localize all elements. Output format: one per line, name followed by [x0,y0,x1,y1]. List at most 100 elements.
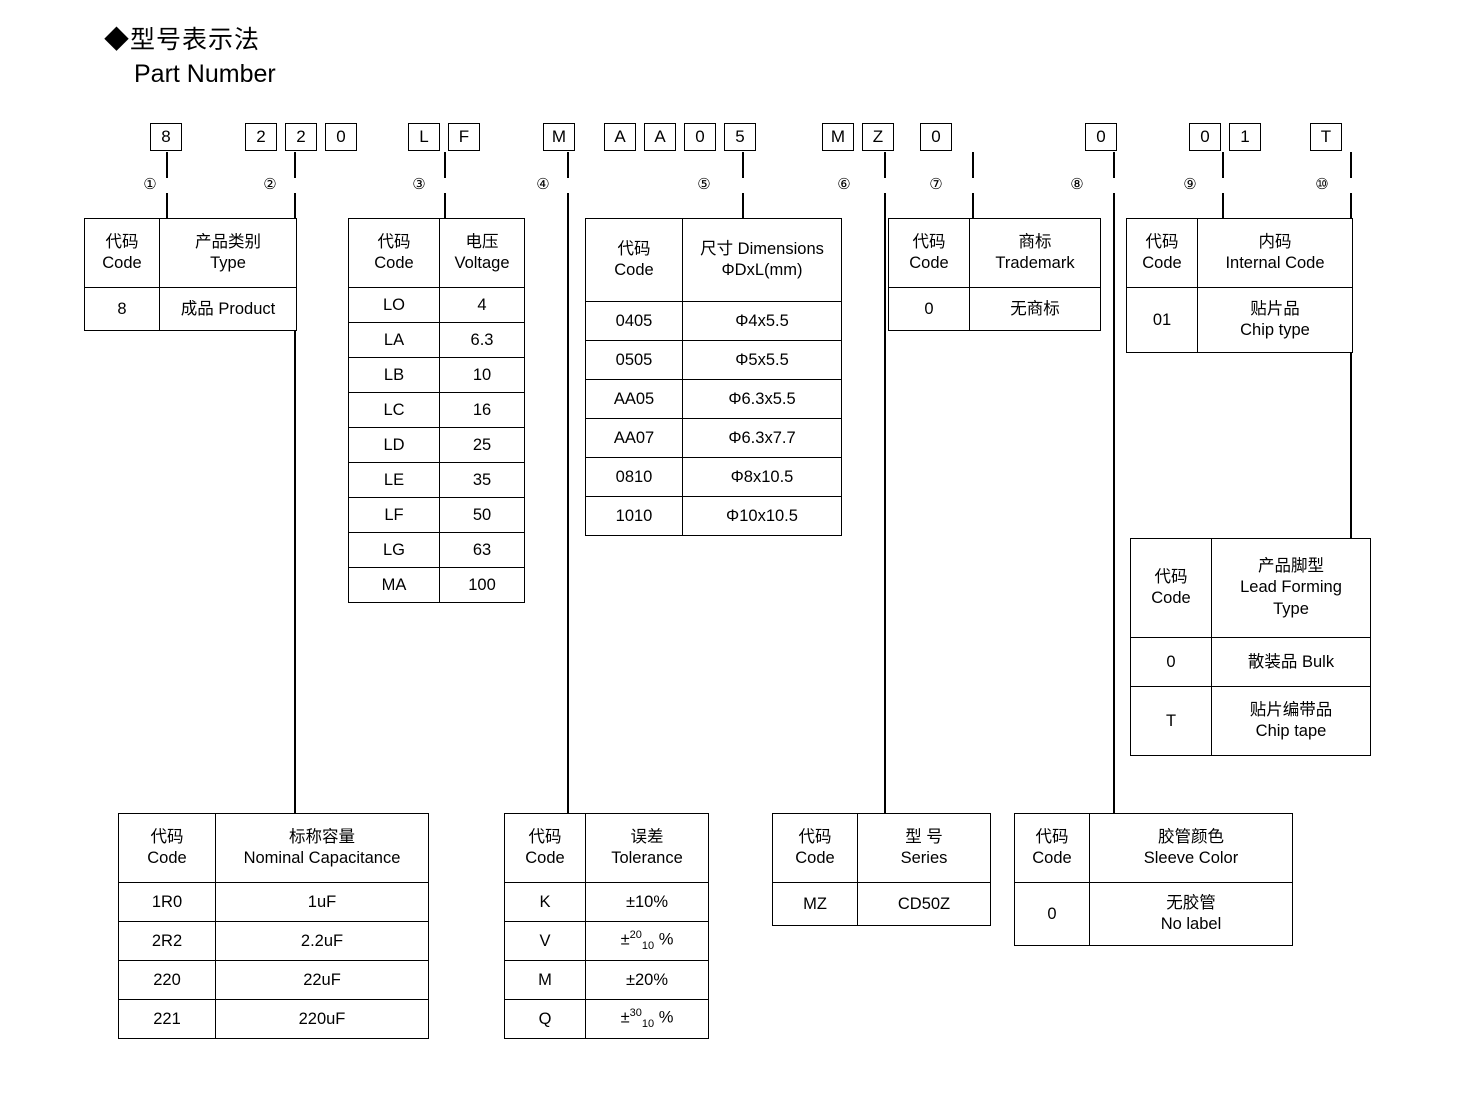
header-en: Trademark [995,254,1075,272]
header-cn: 商标 [1018,232,1052,251]
table-row: M ±20% [504,960,709,1000]
code-char: L [408,123,440,151]
cell-value: Φ6.3x7.7 [682,418,842,458]
cell-value: 25 [439,427,525,463]
cell-code: 221 [118,999,216,1039]
code-char: M [543,123,575,151]
code-char: F [448,123,480,151]
page-title-en: Part Number [134,60,276,88]
code-char: 2 [285,123,317,151]
cell-code: 01 [1126,287,1198,353]
cell-code: 1R0 [118,882,216,922]
cell-code: V [504,921,586,961]
tolerance-sup: 30 [629,1006,642,1019]
header-en: Code [614,261,654,279]
cell-value: 10 [439,357,525,393]
cell-value: 100 [439,567,525,603]
table-lead-forming: 代码 Code 产品脚型 Lead Forming Type 0 散装品 Bul… [1130,538,1371,756]
header-en: Code [1032,849,1072,867]
header-en: Series [900,849,948,867]
cell-value-cn: 无胶管 [1166,893,1216,912]
segment-marker-6: ⑥ [837,176,851,193]
connector-line [884,193,886,813]
header-cn: 电压 [465,232,499,251]
tolerance-sup: 20 [629,928,642,941]
cell-value: 220uF [215,999,429,1039]
part-segment-6: M Z [822,123,894,151]
part-segment-10: T [1310,123,1342,151]
code-char: 0 [325,123,357,151]
header-cn: 内码 [1258,232,1292,251]
cell-code: AA05 [585,379,683,419]
segment-marker-8: ⑧ [1070,176,1084,193]
segment-marker-5: ⑤ [697,176,711,193]
segment-marker-1: ① [143,176,157,193]
table-row: 01 贴片品 Chip type [1126,287,1353,353]
connector-line [166,152,168,178]
cell-code: 0 [1130,637,1212,687]
table-tolerance: 代码 Code 误差 Tolerance K ±10% V ±2010 % M … [504,813,709,1039]
cell-value-en: Chip type [1240,321,1310,339]
connector-line [294,193,296,813]
code-char: 0 [1189,123,1221,151]
connector-line [567,193,569,813]
cell-code: K [504,882,586,922]
code-char: 8 [150,123,182,151]
cell-value: 16 [439,392,525,428]
cell-code: T [1130,686,1212,756]
cell-value: 1uF [215,882,429,922]
segment-marker-10: ⑩ [1315,176,1329,193]
tolerance-suffix: % [658,930,674,949]
cell-value-cn: 贴片编带品 [1249,700,1333,719]
connector-line [742,193,744,218]
header-en: Code [147,849,187,867]
part-segment-8: 0 [1085,123,1117,151]
cell-value: 35 [439,462,525,498]
connector-line [1113,152,1115,178]
cell-value: Φ8x10.5 [682,457,842,497]
connector-line [444,152,446,178]
connector-line [1350,152,1352,178]
part-segment-9: 0 1 [1189,123,1261,151]
code-char: T [1310,123,1342,151]
header-en: Sleeve Color [1143,849,1239,867]
cell-code: 0810 [585,457,683,497]
header-en: Nominal Capacitance [243,849,401,867]
header-en: Tolerance [611,849,683,867]
cell-code: LA [348,322,440,358]
code-char: 2 [245,123,277,151]
header-en: Code [102,254,142,272]
connector-line [1350,193,1352,538]
header-en: ΦDxL(mm) [721,261,803,279]
page-title-cn: ◆型号表示法 [104,26,261,54]
header-cn: 误差 [630,827,664,846]
header-cn: 尺寸 Dimensions [700,239,824,258]
cell-code: 0 [888,287,970,331]
connector-line [294,152,296,178]
cell-value: 63 [439,532,525,568]
cell-code: AA07 [585,418,683,458]
table-series: 代码 Code 型 号 Series MZ CD50Z [772,813,991,926]
code-char: A [644,123,676,151]
part-segment-2: 2 2 0 [245,123,357,151]
header-cn: 型 号 [905,827,943,846]
tolerance-value: ± [620,930,630,949]
cell-value: 散装品 Bulk [1211,637,1371,687]
table-type: 代码 Code 产品类别 Type 8 成品 Product [84,218,297,331]
cell-code: LC [348,392,440,428]
connector-line [1113,193,1115,813]
connector-line [972,193,974,218]
cell-value: Φ10x10.5 [682,496,842,536]
code-char: 5 [724,123,756,151]
header-en2: Type [1273,599,1309,618]
